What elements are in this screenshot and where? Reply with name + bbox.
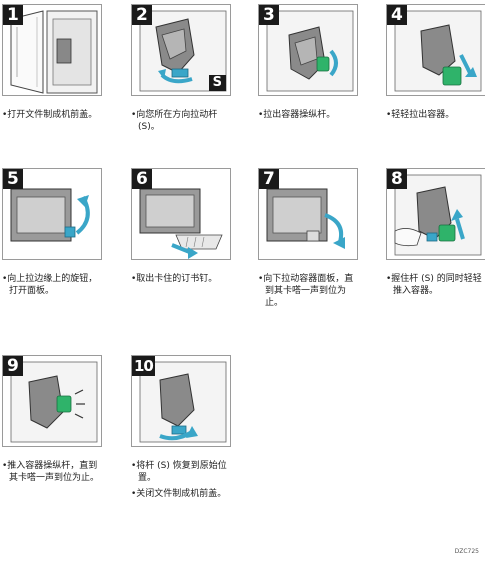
step-3-illustration: 3 [258,4,358,96]
step-10-caption: •将杆 (S) 恢复到原始位置。 •关闭文件制成机前盖。 [131,461,227,499]
step-2-caption: •向您所在方向拉动杆 (S)。 [131,110,218,132]
step-9: 9 •推入容器操纵杆，直到其卡嗒一声到位为止。 [2,355,102,488]
step-2: 2 S •向您所在方向拉动杆 (S)。 [131,4,231,137]
step-7: 7 •向下拉动容器面板，直到其卡嗒一声到位为止。 [258,168,358,313]
step-10-illustration: 10 [131,355,231,447]
lever-s-badge: S [208,75,226,91]
pull-out-container-illustration [394,10,482,92]
step-5-caption: •向上拉边缘上的旋钮，打开面板。 [2,274,98,296]
open-front-cover-illustration [10,10,98,94]
step-4-caption: •轻轻拉出容器。 [386,110,455,120]
step-number: 8 [387,169,407,189]
step-6: 6 •取出卡住的订书钉。 [131,168,231,289]
step-number: 5 [3,169,23,189]
step-number: 1 [3,5,23,25]
push-in-container-illustration [394,174,482,256]
push-in-container-handle-illustration [10,361,98,443]
step-8-caption: •握住杆 (S) 的同时轻轻推入容器。 [386,274,482,296]
step-number: 9 [3,356,23,376]
step-4-illustration: 4 [386,4,485,96]
open-panel-illustration [10,188,90,242]
step-7-caption: •向下拉动容器面板，直到其卡嗒一声到位为止。 [258,274,354,308]
remove-jammed-staples-illustration [139,188,223,259]
figure-code: DZC725 [454,548,479,555]
step-9-caption: •推入容器操纵杆，直到其卡嗒一声到位为止。 [2,461,100,483]
step-number: 6 [132,169,152,189]
step-1-caption: •打开文件制成机前盖。 [2,110,98,120]
step-2-illustration: 2 S [131,4,231,96]
step-number: 3 [259,5,279,25]
step-3-caption: •拉出容器操纵杆。 [258,110,336,120]
step-6-illustration: 6 [131,168,231,260]
step-1-illustration: 1 [2,4,102,96]
step-number: 10 [132,356,155,376]
pull-container-handle-illustration [266,10,354,92]
step-1: 1 •打开文件制成机前盖。 [2,4,102,125]
pull-lever-illustration [139,10,227,92]
step-4: 4 •轻轻拉出容器。 [386,4,485,125]
step-5-illustration: 5 [2,168,102,260]
step-9-illustration: 9 [2,355,102,447]
close-container-panel-illustration [266,188,345,249]
step-10: 10 •将杆 (S) 恢复到原始位置。 •关闭文件制成机前盖。 [131,355,231,504]
step-number: 2 [132,5,152,25]
step-number: 7 [259,169,279,189]
step-6-caption: •取出卡住的订书钉。 [131,274,218,284]
step-number: 4 [387,5,407,25]
step-7-illustration: 7 [258,168,358,260]
step-5: 5 •向上拉边缘上的旋钮，打开面板。 [2,168,102,301]
step-8-illustration: 8 [386,168,485,260]
step-3: 3 •拉出容器操纵杆。 [258,4,358,125]
step-8: 8 •握住杆 (S) 的同时轻轻推入容器。 [386,168,485,301]
